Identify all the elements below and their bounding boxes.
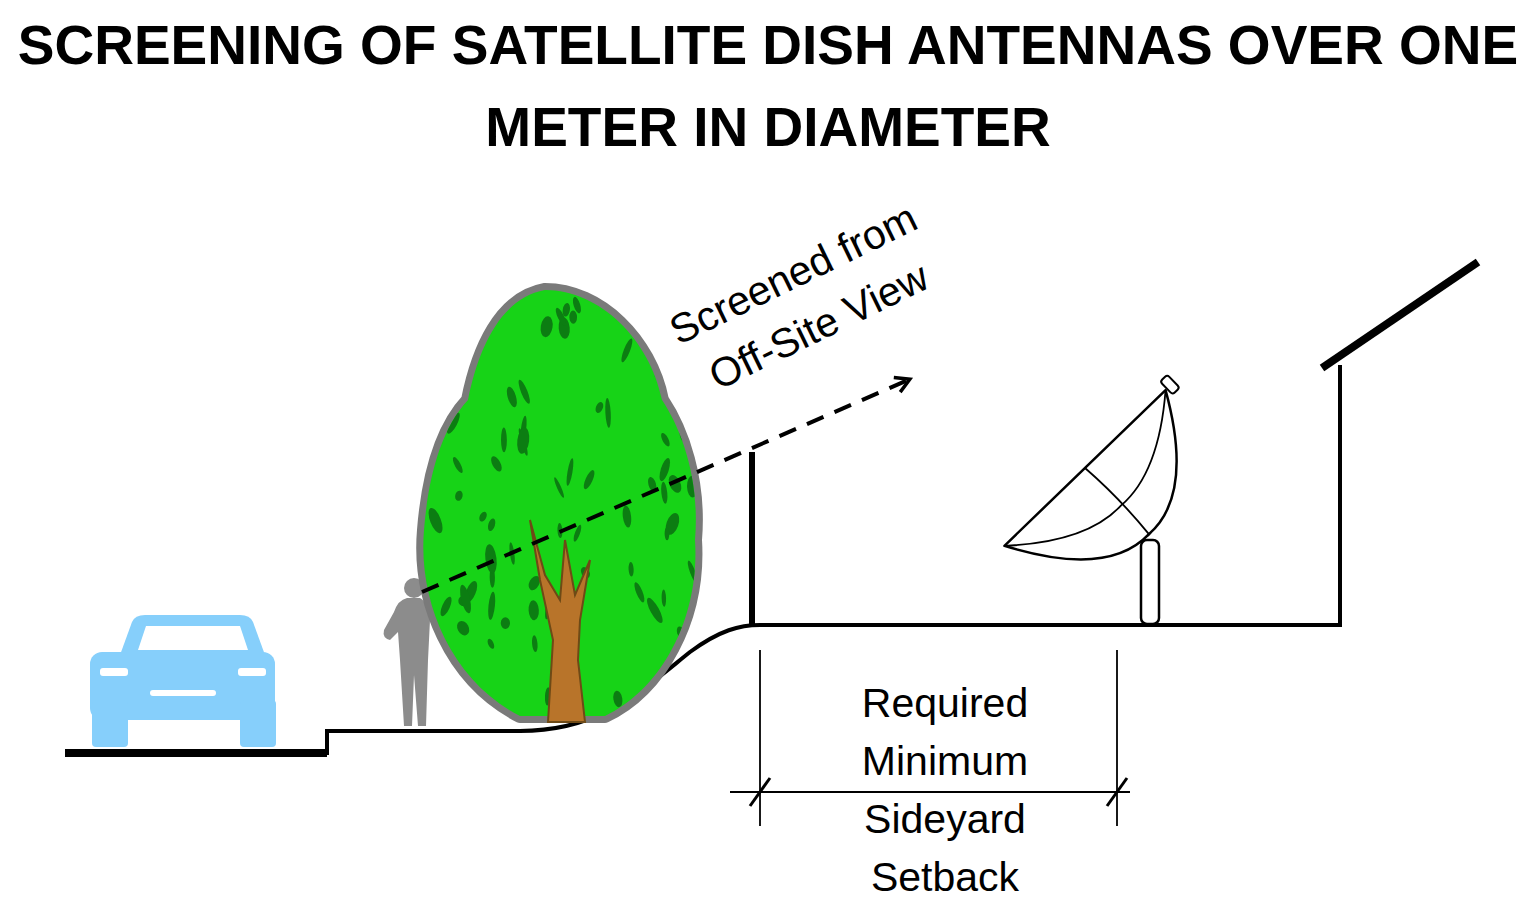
ground-profile (65, 365, 1340, 753)
sight-line-label: Screened from Off-Site View (641, 180, 970, 420)
screen-fence (749, 452, 755, 626)
sight-line (422, 380, 908, 592)
road (65, 749, 327, 757)
tree (423, 289, 699, 722)
roof (1322, 262, 1478, 368)
car (90, 615, 276, 747)
dimension-label: Required Minimum Sideyard Setback (840, 674, 1050, 906)
satellite-dish (997, 375, 1238, 624)
diagram-title: SCREENING OF SATELLITE DISH ANTENNAS OVE… (10, 4, 1526, 168)
